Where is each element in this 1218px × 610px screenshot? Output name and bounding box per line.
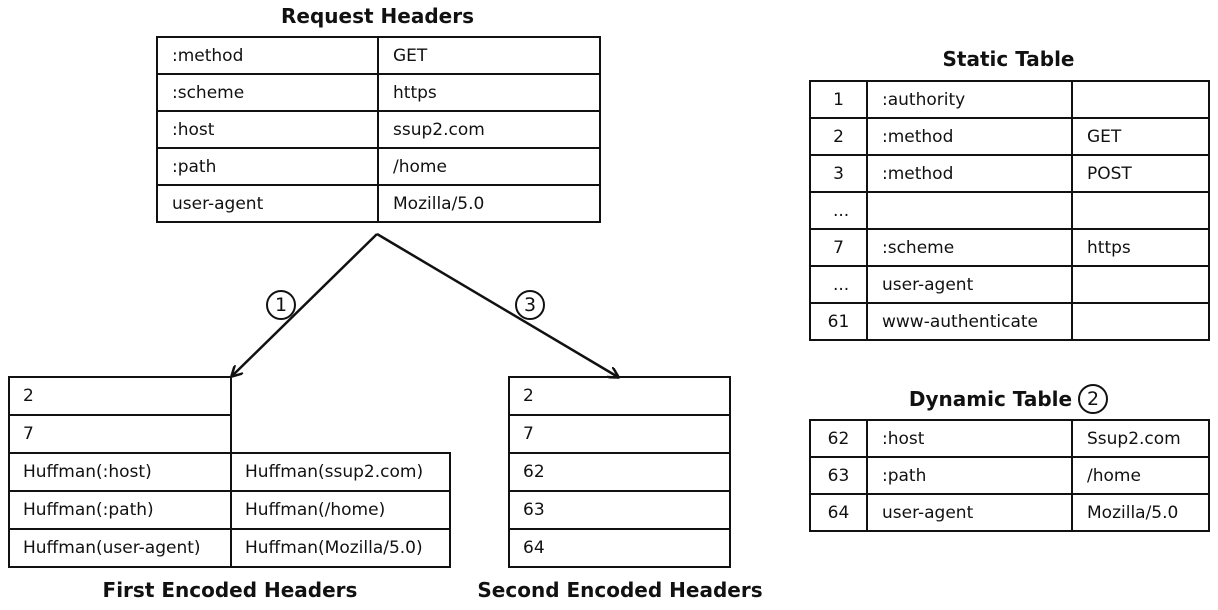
request-headers-title: Request Headers [281, 4, 474, 28]
header-name-cell: user-agent [156, 184, 379, 223]
encoded-index-cell: 62 [508, 452, 731, 492]
static-table-title: Static Table [942, 47, 1075, 71]
index-cell: 62 [809, 419, 868, 458]
step-2-marker: 2 [1078, 384, 1109, 414]
index-cell: 2 [809, 117, 868, 156]
header-value-cell: https [377, 73, 601, 112]
encoded-name-cell: Huffman(:path) [8, 490, 232, 530]
index-cell: 63 [809, 456, 868, 495]
encoded-name-cell: Huffman(:host) [8, 452, 232, 492]
arrow-to-first-encoded [232, 233, 378, 376]
name-cell: www-authenticate [866, 302, 1073, 341]
header-value-cell: GET [377, 36, 601, 75]
step-3-marker: 3 [515, 290, 545, 320]
encoded-value-cell: Huffman(/home) [230, 490, 451, 530]
value-cell: Ssup2.com [1071, 419, 1210, 458]
table-row: :path/home [156, 147, 601, 186]
value-cell: Mozilla/5.0 [1071, 493, 1210, 532]
header-name-cell: :method [156, 36, 379, 75]
step-1-marker: 1 [266, 290, 296, 320]
value-cell: https [1071, 228, 1210, 267]
header-name-cell: :scheme [156, 73, 379, 112]
value-cell: /home [1071, 456, 1210, 495]
encoded-index-cell: 7 [508, 414, 731, 454]
header-value-cell: ssup2.com [377, 110, 601, 149]
dynamic-table-title: Dynamic Table [908, 387, 1073, 411]
table-row: ... [809, 191, 1210, 230]
index-cell: 64 [809, 493, 868, 532]
value-cell [1071, 302, 1210, 341]
dynamic-table-title-row: Dynamic Table 2 [809, 384, 1208, 414]
index-cell: ... [809, 265, 868, 304]
index-cell: ... [809, 191, 868, 230]
index-cell: 3 [809, 154, 868, 193]
name-cell: :host [866, 419, 1073, 458]
table-row: 63:path/home [809, 456, 1210, 495]
encoded-index-cell: 2 [8, 376, 232, 416]
name-cell: user-agent [866, 265, 1073, 304]
value-cell [1071, 191, 1210, 230]
name-cell: :method [866, 154, 1073, 193]
encoded-value-cell: Huffman(Mozilla/5.0) [230, 528, 451, 568]
encoded-value-cell: Huffman(ssup2.com) [230, 452, 451, 492]
header-value-cell: Mozilla/5.0 [377, 184, 601, 223]
encoded-index-cell: 63 [508, 490, 731, 530]
value-cell [1071, 265, 1210, 304]
encoded-index-cell: 7 [8, 414, 232, 454]
name-cell: :method [866, 117, 1073, 156]
value-cell: POST [1071, 154, 1210, 193]
name-cell: :scheme [866, 228, 1073, 267]
name-cell [866, 191, 1073, 230]
index-cell: 61 [809, 302, 868, 341]
encoded-index-cell: 64 [508, 528, 731, 568]
name-cell: user-agent [866, 493, 1073, 532]
name-cell: :path [866, 456, 1073, 495]
header-name-cell: :path [156, 147, 379, 186]
encoded-index-cell: 2 [508, 376, 731, 416]
table-row: ...user-agent [809, 265, 1210, 304]
header-name-cell: :host [156, 110, 379, 149]
table-row: 1:authority [809, 80, 1210, 119]
name-cell: :authority [866, 80, 1073, 119]
encoded-name-cell: Huffman(user-agent) [8, 528, 232, 568]
index-cell: 1 [809, 80, 868, 119]
value-cell [1071, 80, 1210, 119]
value-cell: GET [1071, 117, 1210, 156]
second-encoded-title: Second Encoded Headers [477, 578, 763, 602]
header-value-cell: /home [377, 147, 601, 186]
arrow-to-second-encoded [376, 232, 618, 377]
index-cell: 7 [809, 228, 868, 267]
first-encoded-title: First Encoded Headers [102, 578, 358, 602]
